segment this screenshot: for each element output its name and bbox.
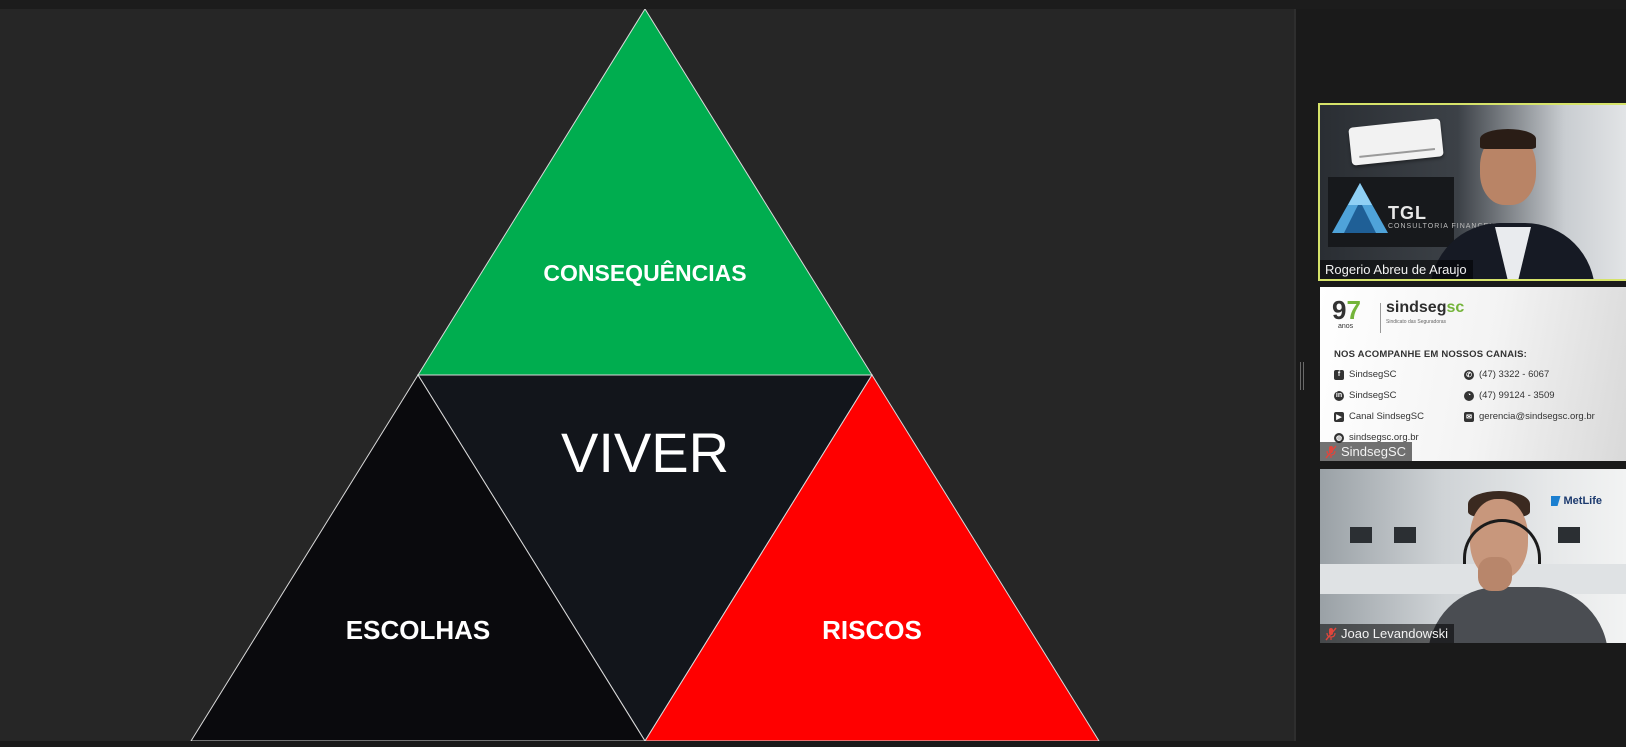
muted-mic-icon	[1325, 445, 1337, 458]
channel-email: ✉ gerencia@sindsegsc.org.br	[1464, 411, 1595, 422]
company-logo-wall	[1328, 177, 1454, 247]
channel-text: SindsegSC	[1349, 390, 1397, 401]
channel-text: (47) 99124 - 3509	[1479, 390, 1555, 401]
participant-tile[interactable]: MetLife Joao Levandowski	[1320, 469, 1626, 643]
background-monitor	[1350, 527, 1372, 543]
sindseg-info-card: 97 anos sindsegsc Sindicato das Segurado…	[1320, 287, 1626, 461]
participant-name: SindsegSC	[1341, 444, 1407, 459]
background-desks	[1320, 564, 1626, 594]
participant-name: Joao Levandowski	[1341, 626, 1448, 641]
background-monitor	[1558, 527, 1580, 543]
viver-pyramid-slide: CONSEQUÊNCIAS VIVER ESCOLHAS RISCOS	[190, 9, 1100, 741]
triangle-escolhas	[190, 374, 646, 741]
participant-gallery: TGL CONSULTORIA FINANCEIRA Rogerio Abreu…	[1316, 9, 1626, 741]
whatsapp-icon: ◔	[1464, 390, 1474, 401]
globe-icon: ◍	[1334, 432, 1344, 443]
channel-text: gerencia@sindsegsc.org.br	[1479, 411, 1595, 422]
channel-whatsapp: ◔ (47) 99124 - 3509	[1464, 390, 1555, 401]
label-riscos: RISCOS	[822, 615, 922, 645]
linkedin-icon: in	[1334, 390, 1344, 401]
years-digit-a: 9	[1332, 295, 1347, 325]
channel-text: Canal SindsegSC	[1349, 411, 1424, 422]
sindseg-logo-text: sindsegsc	[1386, 299, 1464, 317]
metlife-mark-icon	[1550, 496, 1561, 506]
participant-name-tag: Joao Levandowski	[1320, 624, 1454, 643]
panel-splitter	[1294, 9, 1296, 741]
youtube-icon: ▶	[1334, 411, 1344, 422]
channel-facebook: f SindsegSC	[1334, 369, 1397, 380]
participant-name-tag: Rogerio Abreu de Araujo	[1320, 260, 1473, 279]
channel-phone: ✆ (47) 3322 - 6067	[1464, 369, 1549, 380]
participant-hand	[1478, 557, 1512, 591]
phone-icon: ✆	[1464, 369, 1474, 380]
splitter-drag-handle[interactable]	[1300, 362, 1304, 390]
anniversary-word: anos	[1338, 323, 1354, 330]
muted-mic-icon	[1325, 627, 1337, 640]
channel-text: sindsegsc.org.br	[1349, 432, 1419, 443]
facebook-icon: f	[1334, 369, 1344, 380]
speaker-hair	[1480, 129, 1536, 149]
metlife-logo-text: MetLife	[1563, 495, 1603, 507]
shared-screen: CONSEQUÊNCIAS VIVER ESCOLHAS RISCOS	[0, 9, 1294, 741]
triangle-riscos	[644, 374, 1100, 741]
channel-youtube: ▶ Canal SindsegSC	[1334, 411, 1424, 422]
anniversary-number: 97	[1332, 295, 1361, 326]
metlife-logo: MetLife	[1550, 495, 1603, 507]
years-digit-b: 7	[1346, 295, 1361, 325]
participant-tile-active-speaker[interactable]: TGL CONSULTORIA FINANCEIRA Rogerio Abreu…	[1318, 103, 1626, 281]
participant-name: Rogerio Abreu de Araujo	[1325, 262, 1467, 277]
top-bar	[0, 0, 1626, 9]
participant-name-tag: SindsegSC	[1320, 442, 1413, 461]
brand-part-b: sc	[1446, 299, 1465, 316]
channels-headline: NOS ACOMPANHE EM NOSSOS CANAIS:	[1334, 349, 1528, 360]
label-viver: VIVER	[561, 421, 729, 484]
channel-website: ◍ sindsegsc.org.br	[1334, 432, 1419, 443]
triangle-consequencias	[417, 9, 873, 376]
brand-part-a: sindseg	[1386, 299, 1447, 316]
label-consequencias: CONSEQUÊNCIAS	[543, 259, 746, 286]
background-monitor	[1394, 527, 1416, 543]
channel-text: SindsegSC	[1349, 369, 1397, 380]
logo-divider	[1380, 303, 1381, 333]
wall-brand-subtext: CONSULTORIA FINANCEIRA	[1388, 223, 1504, 230]
channel-linkedin: in SindsegSC	[1334, 390, 1397, 401]
mail-icon: ✉	[1464, 411, 1474, 422]
channel-text: (47) 3322 - 6067	[1479, 369, 1550, 380]
sindseg-logo-subtitle: Sindicato das Seguradoras	[1386, 319, 1447, 325]
label-escolhas: ESCOLHAS	[346, 615, 490, 645]
participant-tile[interactable]: 97 anos sindsegsc Sindicato das Segurado…	[1320, 287, 1626, 461]
tgl-logo-icon	[1332, 183, 1388, 233]
wall-brand-text: TGL	[1388, 203, 1427, 223]
